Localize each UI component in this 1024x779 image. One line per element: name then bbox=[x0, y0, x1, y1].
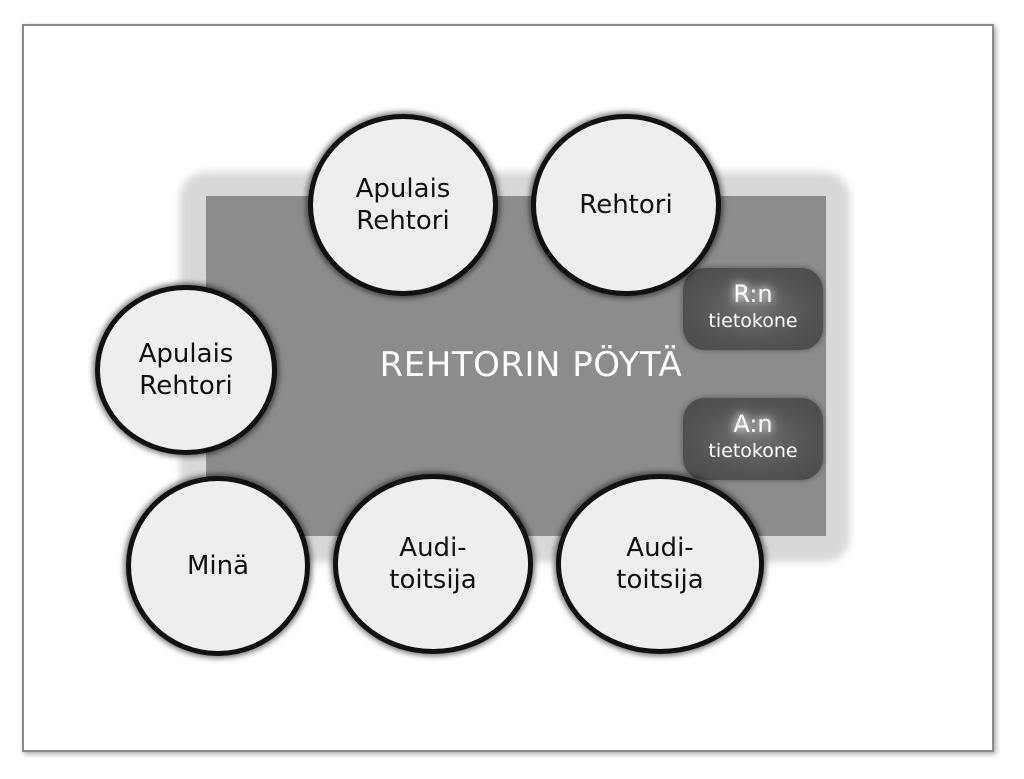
computer-r: R:n tietokone bbox=[683, 268, 823, 350]
computer-a-title: A:n bbox=[733, 410, 773, 438]
seat-label: Apulais Rehtori bbox=[355, 173, 451, 237]
seat-label: Audi- toitsija bbox=[389, 532, 477, 596]
computer-r-title: R:n bbox=[733, 280, 773, 308]
computer-r-subtitle: tietokone bbox=[708, 310, 798, 332]
seat-auditoitsija-2: Audi- toitsija bbox=[556, 474, 764, 654]
seat-label: Minä bbox=[186, 550, 250, 581]
seat-rehtori: Rehtori bbox=[531, 114, 721, 296]
seat-label: Apulais Rehtori bbox=[138, 338, 234, 402]
computer-a: A:n tietokone bbox=[683, 398, 823, 480]
computer-a-subtitle: tietokone bbox=[708, 440, 798, 462]
seat-apulais-rehtori-left: Apulais Rehtori bbox=[95, 285, 277, 455]
seat-mina: Minä bbox=[126, 476, 310, 656]
seat-auditoitsija-1: Audi- toitsija bbox=[333, 474, 533, 654]
desk-label: REHTORIN PÖYTÄ bbox=[379, 345, 683, 385]
seat-apulais-rehtori-top: Apulais Rehtori bbox=[308, 114, 498, 296]
seat-label: Rehtori bbox=[579, 189, 673, 220]
seat-label: Audi- toitsija bbox=[616, 532, 704, 596]
